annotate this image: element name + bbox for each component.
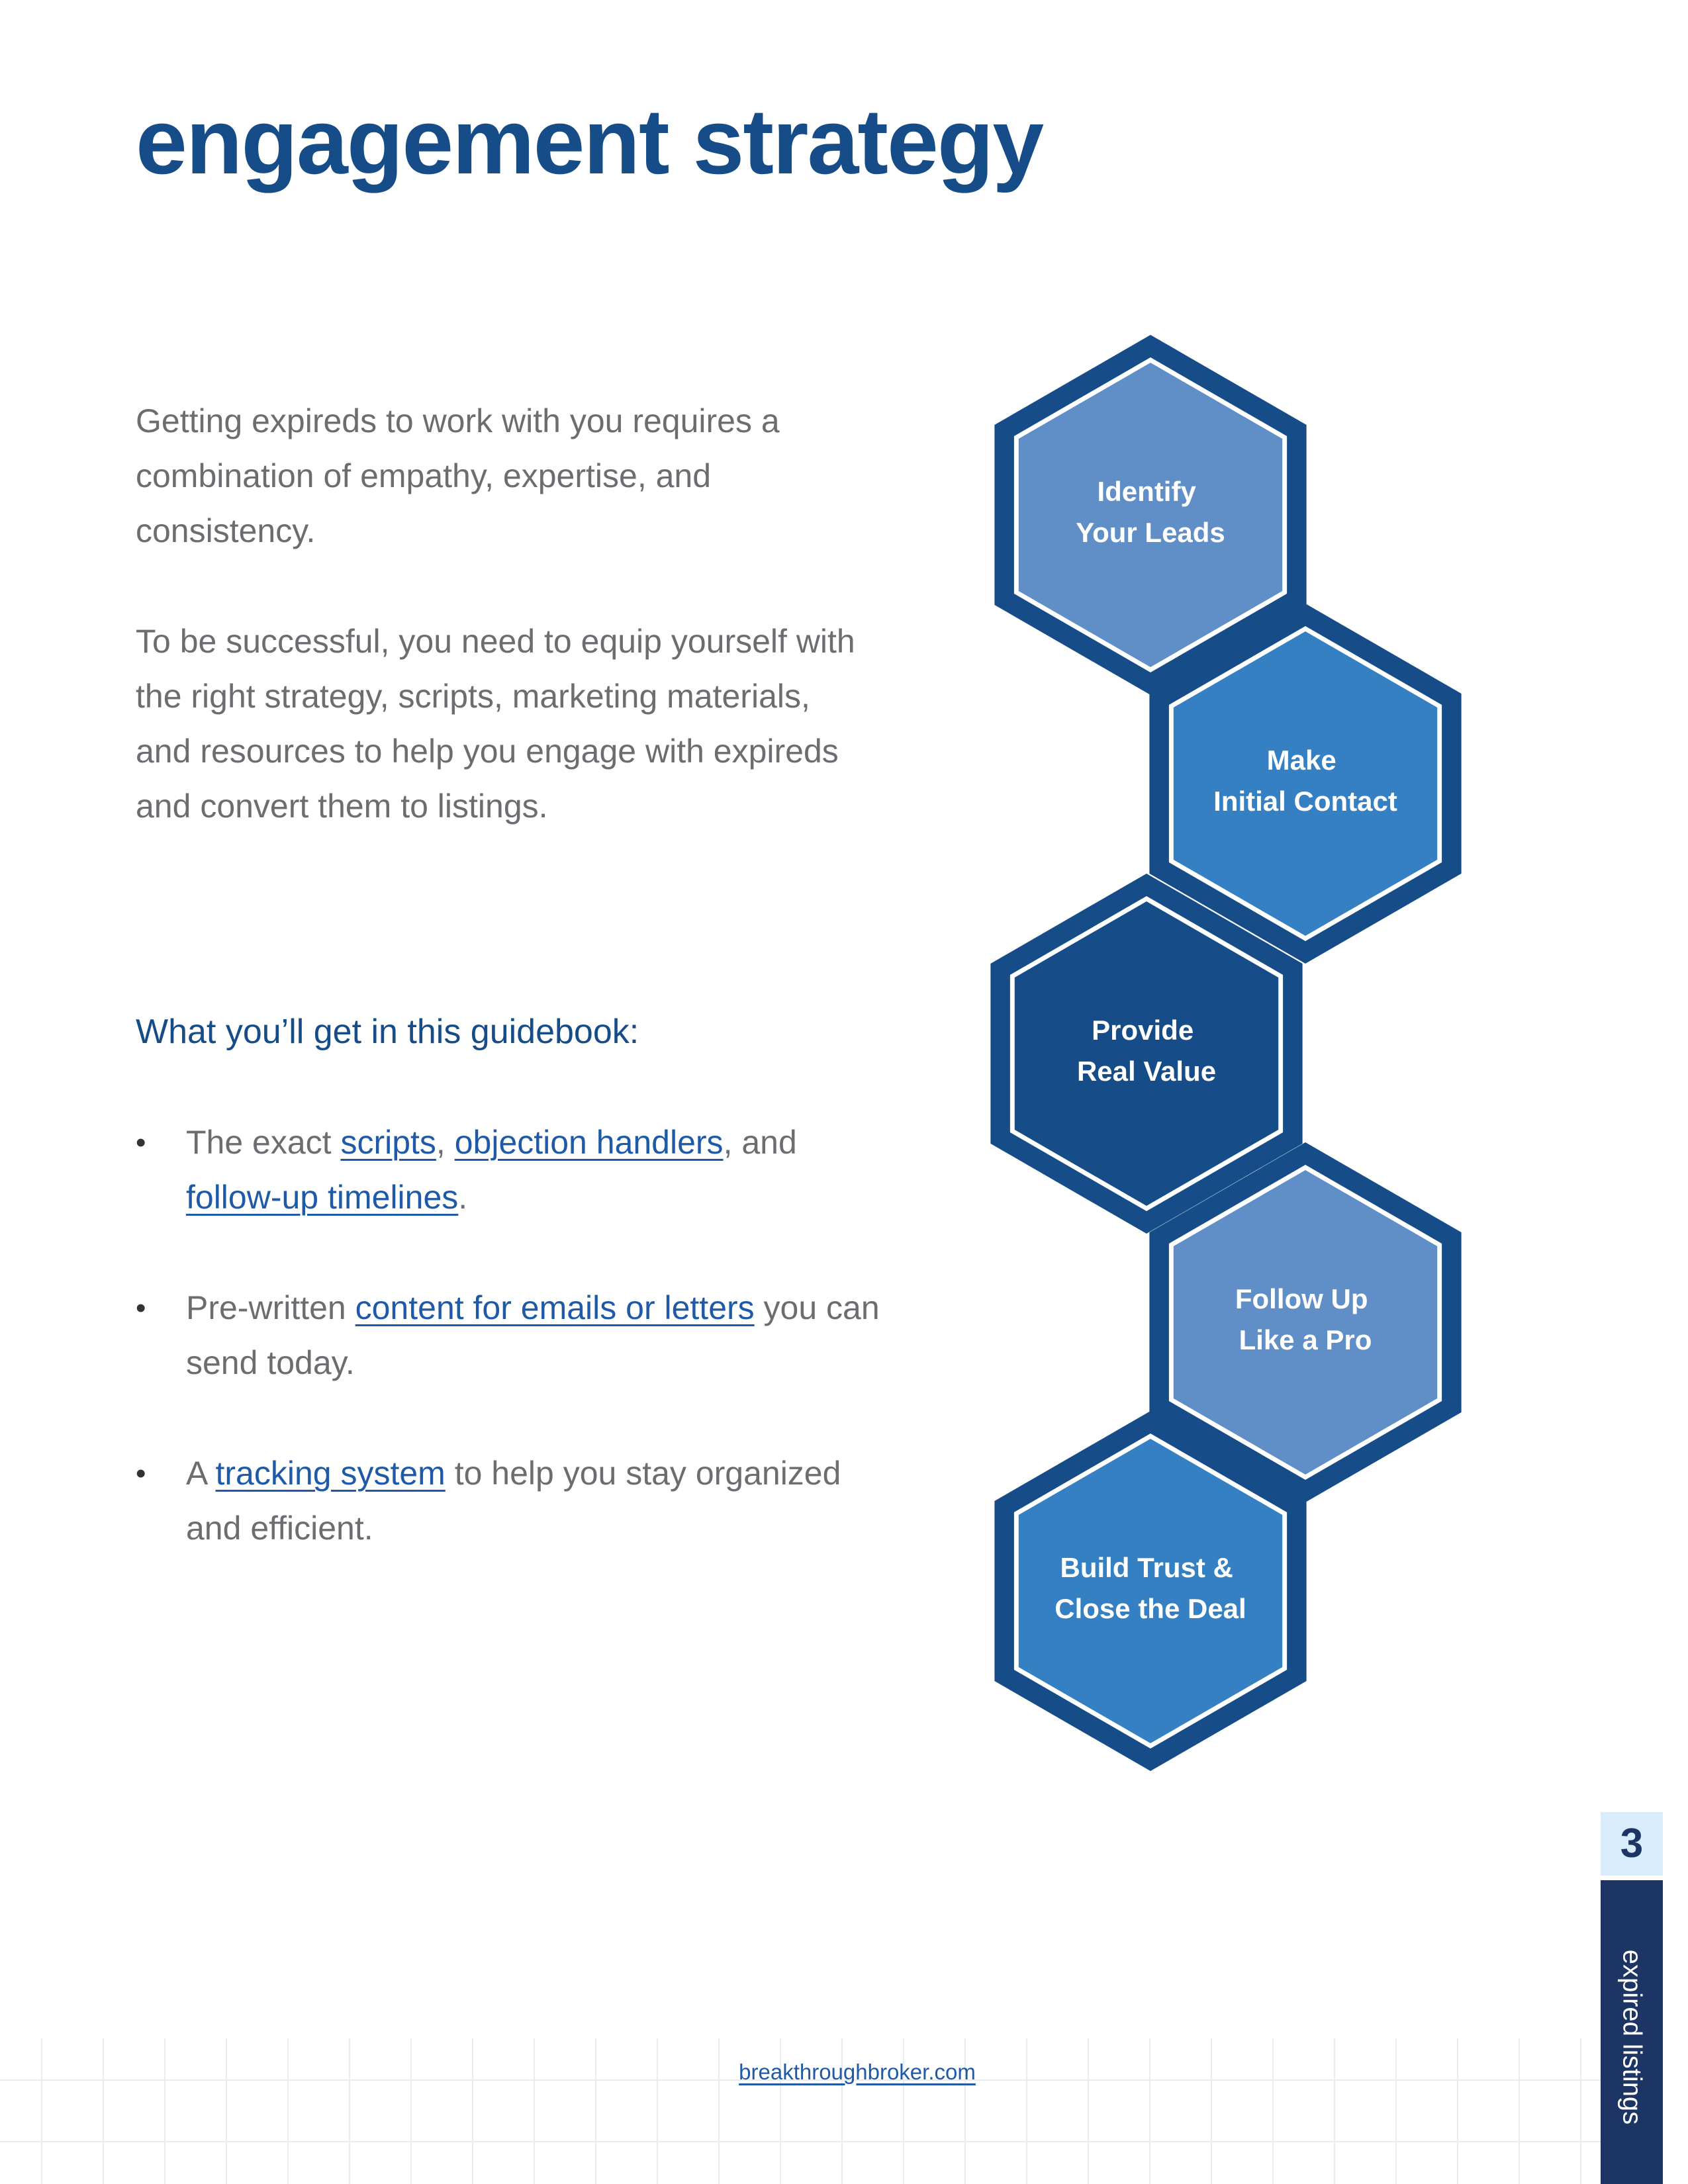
bullet-text: The exact	[186, 1124, 341, 1161]
follow-up-timelines-link[interactable]: follow-up timelines	[186, 1179, 459, 1216]
hex-label-line: Identify	[1097, 476, 1196, 507]
email-content-link[interactable]: content for emails or letters	[355, 1289, 755, 1326]
bullet-text: ,	[436, 1124, 455, 1161]
bullet-icon: •	[136, 1292, 146, 1324]
hex-fill	[1173, 631, 1438, 936]
hex-label-line: Like a Pro	[1239, 1324, 1372, 1355]
hex-label-line: Your Leads	[1076, 517, 1225, 548]
hex-label-line: Initial Contact	[1213, 786, 1397, 817]
hex-step-value: Provide Real Value	[990, 874, 1303, 1234]
website-link[interactable]: breakthroughbroker.com	[739, 2060, 976, 2084]
hex-label: Make Initial Contact	[1213, 745, 1397, 817]
hex-label-line: Provide	[1092, 1015, 1194, 1046]
tracking-system-link[interactable]: tracking system	[215, 1455, 445, 1492]
bullet-text: to help you stay organized and efficient…	[186, 1455, 841, 1547]
hex-step-contact: Make Initial Contact	[1149, 604, 1462, 964]
list-item: • Pre-written content for emails or lett…	[136, 1281, 890, 1390]
hex-fill	[1018, 363, 1283, 667]
bullet-text: Pre-written	[186, 1289, 355, 1326]
hex-label-line: Real Value	[1077, 1056, 1216, 1087]
section-side-tab	[1601, 1880, 1663, 2184]
hex-label: Follow Up Like a Pro	[1235, 1283, 1376, 1355]
steps-hexagon-chain: Identify Your Leads Make Initial Contact…	[990, 335, 1462, 1771]
list-item: • A tracking system to help you stay org…	[136, 1446, 890, 1556]
hex-fill	[1014, 901, 1279, 1206]
hex-step-follow-up: Follow Up Like a Pro	[1149, 1142, 1462, 1502]
bullet-icon: •	[136, 1457, 146, 1490]
guidebook-heading: What you’ll get in this guidebook:	[136, 1013, 639, 1051]
hex-fill	[1173, 1170, 1438, 1475]
hex-step-close: Build Trust & Close the Deal	[994, 1411, 1307, 1771]
intro-text: Getting expireds to work with you requir…	[136, 394, 870, 889]
hex-label: Build Trust & Close the Deal	[1055, 1552, 1246, 1624]
hex-label-line: Close the Deal	[1055, 1593, 1246, 1624]
objection-handlers-link[interactable]: objection handlers	[454, 1124, 724, 1161]
hex-step-identify: Identify Your Leads	[994, 335, 1307, 695]
intro-paragraph: Getting expireds to work with you requir…	[136, 402, 780, 549]
hex-label-line: Follow Up	[1235, 1283, 1368, 1314]
section-label: expired listings	[1617, 1949, 1647, 2125]
hex-label-line: Make	[1267, 745, 1336, 776]
scripts-link[interactable]: scripts	[340, 1124, 436, 1161]
guidebook-list: • The exact scripts, objection handlers,…	[136, 1115, 890, 1612]
bullet-text: , and	[723, 1124, 797, 1161]
intro-paragraph: To be successful, you need to equip your…	[136, 623, 855, 825]
hex-label: Provide Real Value	[1077, 1015, 1216, 1087]
list-item: • The exact scripts, objection handlers,…	[136, 1115, 890, 1225]
bullet-text: you can send today.	[186, 1289, 880, 1381]
footer-grid-pattern	[0, 2038, 1602, 2184]
hex-label-line: Build Trust &	[1060, 1552, 1233, 1583]
page-title: engagement strategy	[136, 89, 1044, 193]
bullet-text: A	[186, 1455, 216, 1492]
page-number: 3	[1601, 1812, 1663, 1876]
bullet-text: .	[458, 1179, 468, 1216]
hex-fill	[1018, 1439, 1283, 1743]
hex-label: Identify Your Leads	[1076, 476, 1225, 548]
bullet-icon: •	[136, 1126, 146, 1159]
